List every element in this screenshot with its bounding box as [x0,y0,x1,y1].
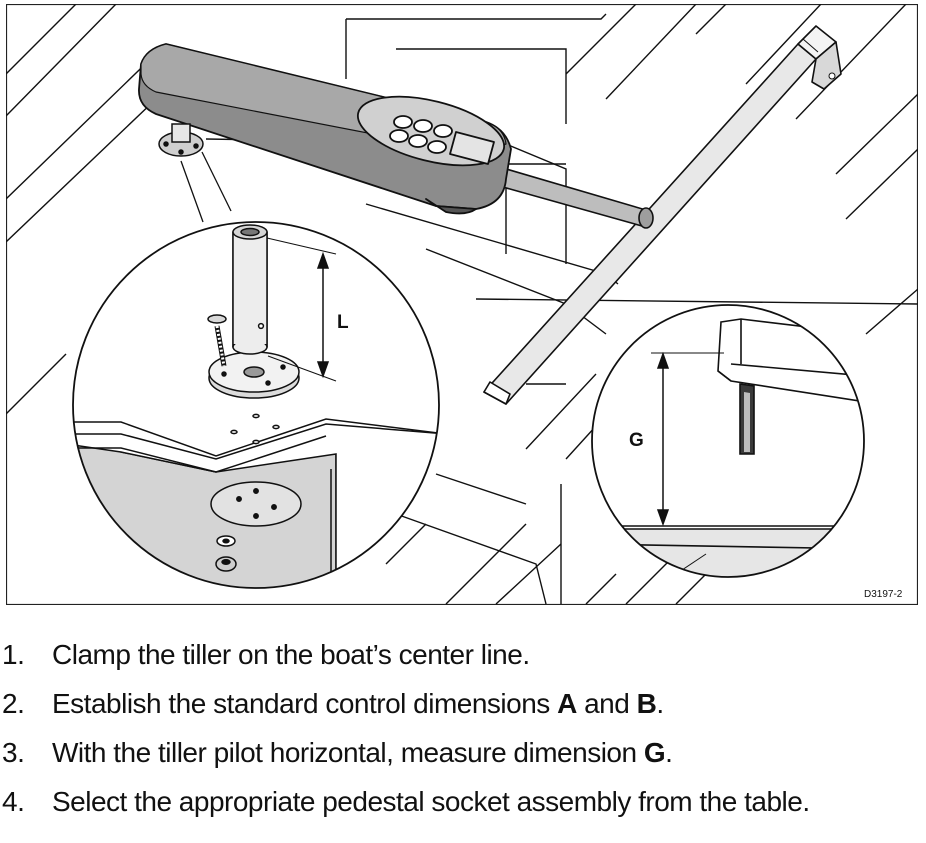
step-number: 3. [2,737,25,768]
step-text-mid: and [576,688,637,719]
figure-code: D3197-2 [864,589,903,600]
detail-leader [180,151,232,223]
step-number: 4. [2,786,25,817]
tiller-height-detail-view: G [591,304,865,578]
instruction-steps: 1. Clamp the tiller on the boat’s center… [0,630,926,826]
step-item: 2. Establish the standard control dimens… [0,679,926,728]
tiller-pilot-unit [138,43,512,215]
dimension-g-label: G [629,430,644,451]
pedestal-socket [158,123,204,157]
step-item: 1. Clamp the tiller on the boat’s center… [0,630,926,679]
step-item: 4. Select the appropriate pedestal socke… [0,777,926,826]
step-text-main: With the tiller pilot horizontal, measur… [52,737,644,768]
step-text: With the tiller pilot horizontal, measur… [52,728,673,777]
step-text: Select the appropriate pedestal socket a… [52,786,810,817]
step-text: Establish the standard control dimension… [52,679,664,728]
step-text-end: . [665,737,673,768]
step-number: 2. [2,688,25,719]
dimension-l-label: L [337,312,349,333]
dimension-g-ref: G [643,737,666,768]
step-number: 1. [2,639,25,670]
step-item: 3. With the tiller pilot horizontal, mea… [0,728,926,777]
step-text: Clamp the tiller on the boat’s center li… [52,639,530,670]
step-text-main: Establish the standard control dimension… [52,688,558,719]
dimension-g-arrow [656,351,670,527]
dimension-l-arrow [316,251,330,379]
dimension-a-ref: A [557,688,577,719]
step-text-end: . [656,688,664,719]
installation-diagram: L [6,4,918,605]
dimension-b-ref: B [636,688,657,719]
